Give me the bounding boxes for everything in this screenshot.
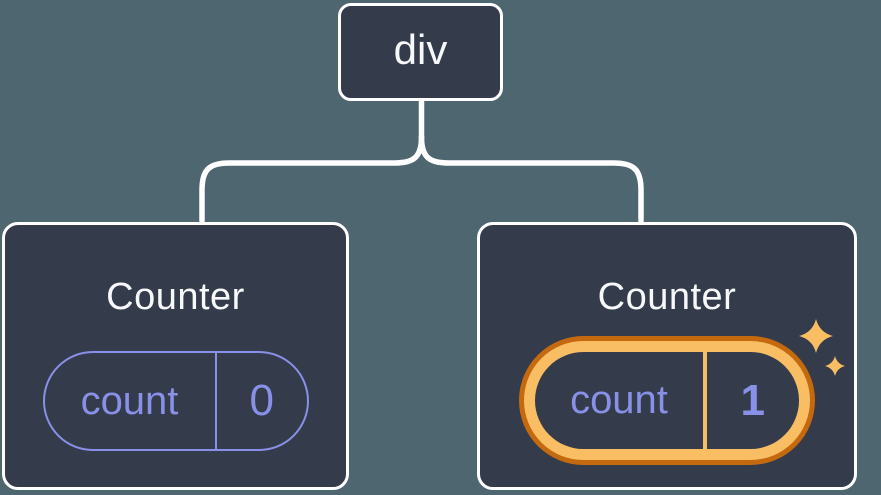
- sparkle-large: [799, 319, 833, 353]
- counter-title: Counter: [106, 276, 245, 318]
- root-node-label: div: [393, 26, 448, 73]
- counter-card-left: Counter count 0: [2, 222, 349, 490]
- state-key: count: [570, 378, 668, 422]
- sparkles-icon: [799, 319, 845, 376]
- state-pill-highlight-ring: count 1: [519, 336, 815, 465]
- state-pill: count 1: [535, 352, 799, 449]
- sparkle-small: [825, 356, 845, 376]
- root-node-div: div: [338, 3, 503, 101]
- connector-branch-right: [418, 134, 644, 224]
- counter-title: Counter: [597, 276, 737, 318]
- state-pill-divider: [214, 353, 217, 449]
- state-value: 1: [740, 375, 765, 425]
- state-pill: count 0: [42, 351, 309, 451]
- connector-branch-left: [199, 134, 425, 224]
- state-value: 0: [249, 376, 274, 425]
- state-key: count: [80, 378, 179, 423]
- state-pill-divider: [703, 352, 707, 449]
- counter-card-right: Counter count 1: [477, 222, 857, 490]
